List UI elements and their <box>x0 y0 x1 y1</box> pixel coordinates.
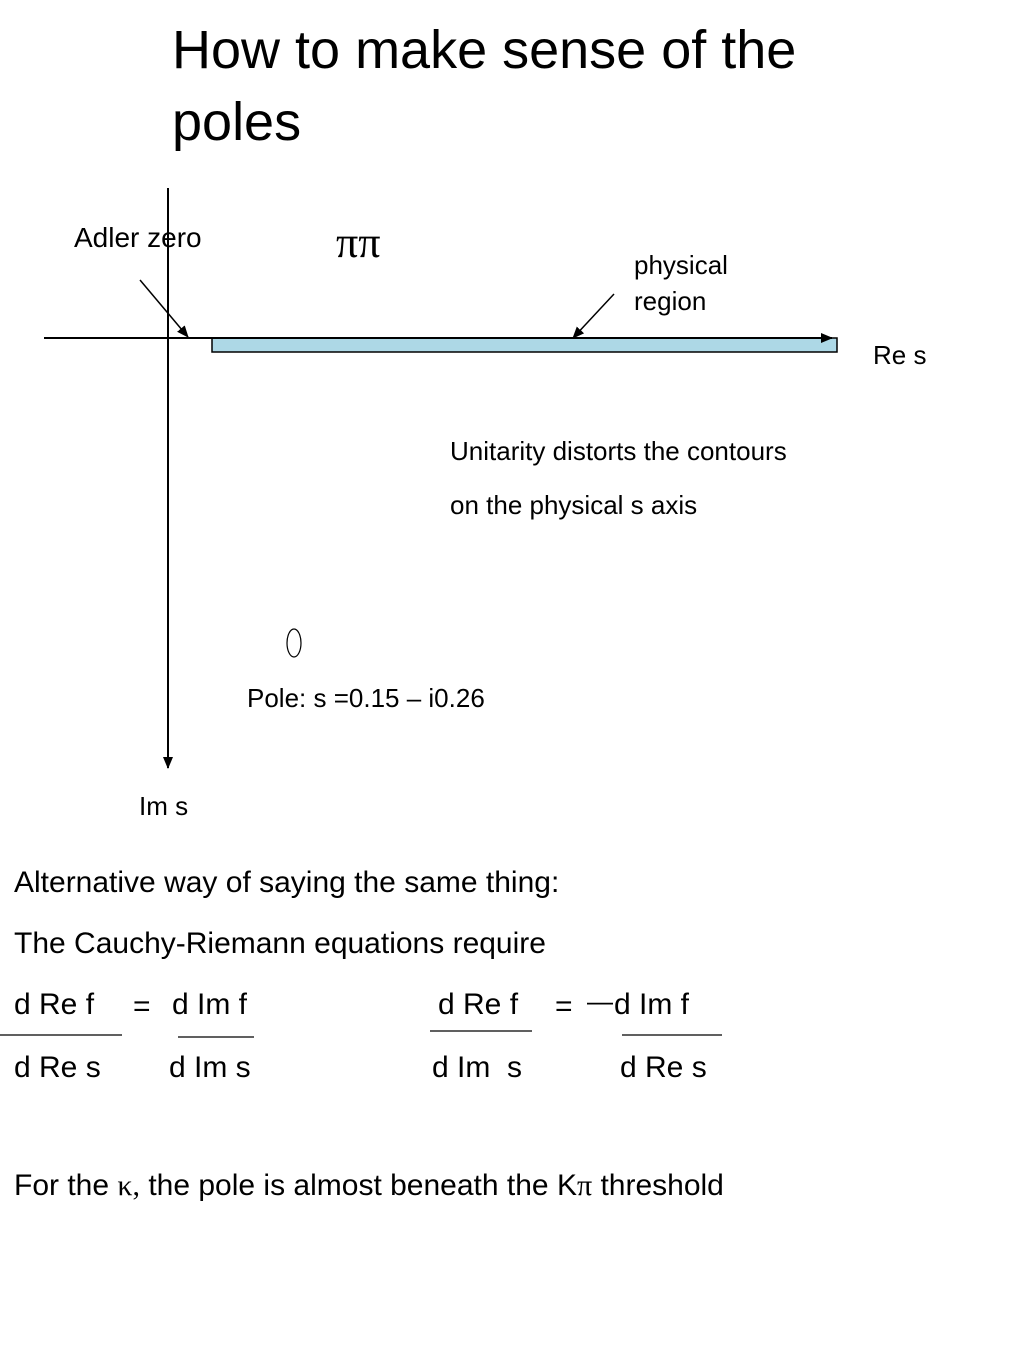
physical-region-band <box>211 337 838 353</box>
eq1-equals: = <box>133 990 151 1023</box>
eq2-equals: = <box>555 990 573 1023</box>
eq1-denominator-right: d Im s <box>169 1051 251 1084</box>
eq2-numerator-left: d Re f <box>438 988 519 1021</box>
re-axis-label: Re s <box>873 340 927 370</box>
kappa-sentence-mid: the pole is almost beneath the K <box>140 1169 577 1202</box>
unitarity-text-line1: Unitarity distorts the contours <box>450 436 787 466</box>
physical-region-label-line1: physical <box>634 250 728 280</box>
adler-zero-label: Adler zero <box>74 222 202 253</box>
pole-label: Pole: s =0.15 – i0.26 <box>247 683 485 713</box>
pipi-label: ππ <box>336 218 381 267</box>
physical-region-label-line2: region <box>634 286 707 316</box>
adler-zero-pointer <box>139 279 189 338</box>
eq2-denominator-right: d Re s <box>620 1051 707 1084</box>
eq2-denominator-left: d Im s <box>432 1051 523 1084</box>
alternative-intro-text: Alternative way of saying the same thing… <box>14 866 560 899</box>
cauchy-riemann-text: The Cauchy-Riemann equations require <box>14 927 546 960</box>
kappa-sentence-pre: For the <box>14 1169 118 1202</box>
physical-region-pointer <box>572 293 615 339</box>
kappa-sentence: For the κ, the pole is almost beneath th… <box>14 1167 724 1205</box>
slide-title: How to make sense of the poles <box>172 20 797 152</box>
eq1-numerator-right: d Im f <box>172 988 248 1021</box>
kappa-sentence-post: threshold <box>592 1169 724 1202</box>
eq2-numerator-right: d Im f <box>614 988 690 1021</box>
eq2-minus-sign: — <box>587 986 613 1016</box>
unitarity-text-line2: on the physical s axis <box>450 490 698 520</box>
pole-marker <box>286 628 302 658</box>
kappa-symbol: κ, <box>117 1169 140 1202</box>
eq1-numerator-left: d Re f <box>14 988 95 1021</box>
pi-symbol: π <box>576 1169 593 1202</box>
im-axis-label: Im s <box>139 791 189 821</box>
eq1-denominator-left: d Re s <box>14 1051 101 1084</box>
